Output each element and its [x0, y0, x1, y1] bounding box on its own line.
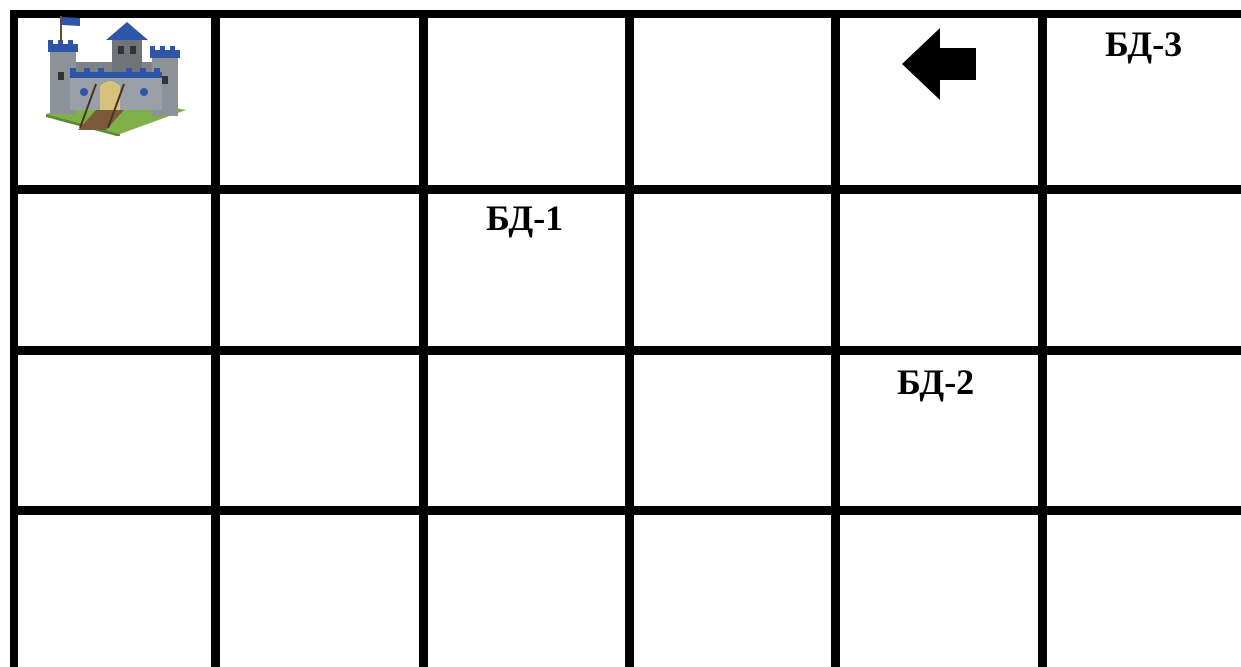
- grid-line-left: [10, 10, 18, 667]
- grid-line-col-1: [211, 10, 220, 667]
- marker-bd-1: БД-1: [486, 200, 563, 236]
- grid-line-col-4: [831, 10, 840, 667]
- marker-bd-2: БД-2: [897, 364, 974, 400]
- arrow-left-icon: [902, 28, 976, 105]
- grid-line-col-5: [1038, 10, 1047, 667]
- grid-line-col-3: [625, 10, 634, 667]
- marker-bd-3: БД-3: [1105, 26, 1182, 62]
- grid-line-col-2: [419, 10, 428, 667]
- castle-icon: [40, 14, 188, 141]
